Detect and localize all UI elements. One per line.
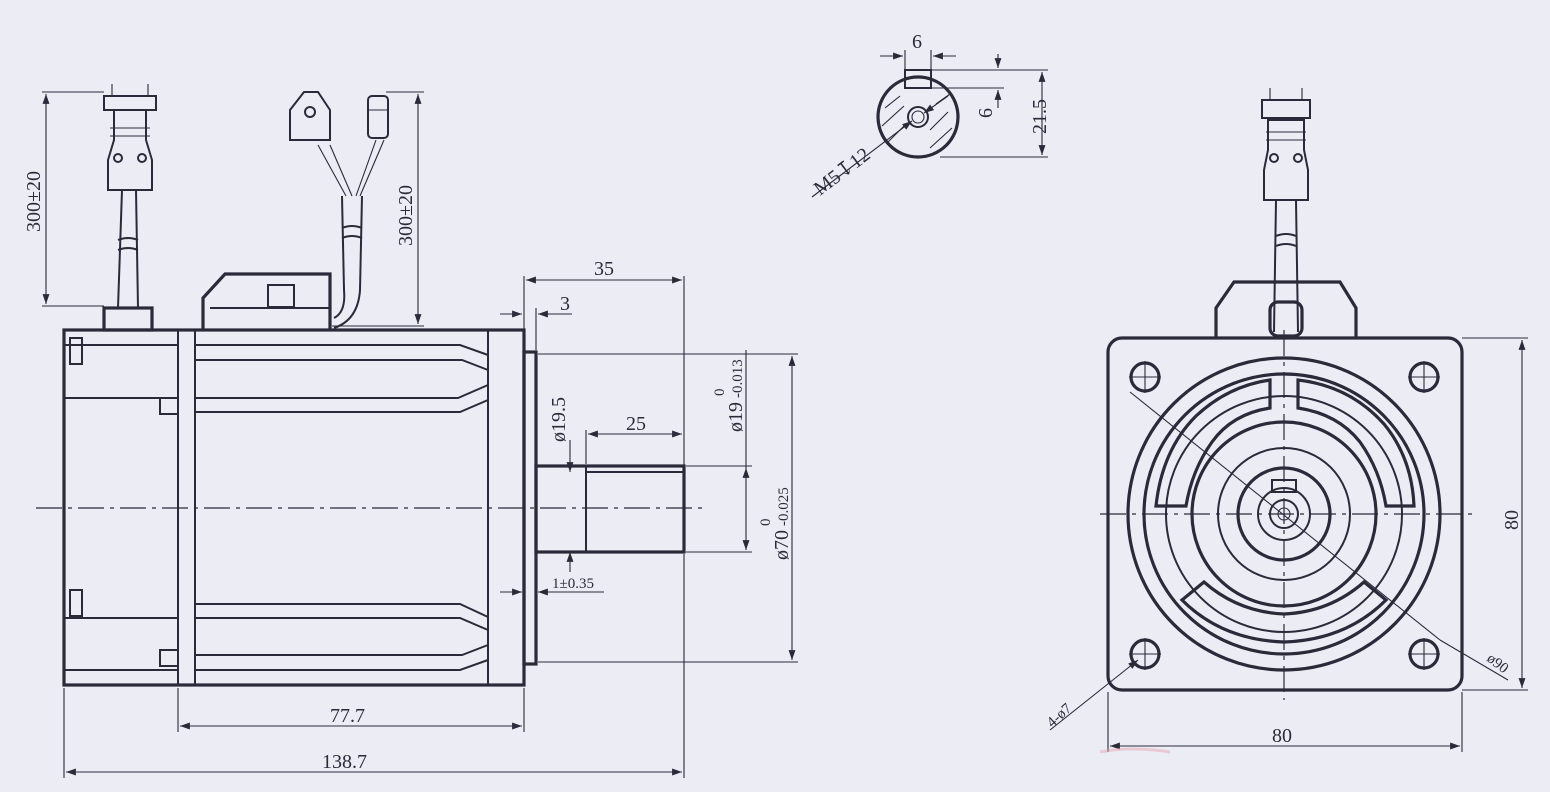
dim-pilot-dia: ø70 [771, 530, 793, 560]
dim-shaft-dia: ø19 [725, 402, 747, 432]
dim-bolt-circle: ø90 [1484, 651, 1512, 677]
dim-shaft-root-dia: ø19.5 [548, 397, 570, 442]
stamp-smudge [1099, 747, 1171, 754]
dim-flange-width: 80 [1272, 725, 1292, 747]
cooling-slot-right [1296, 378, 1416, 508]
dim-shaft-tol-upper: 0 [712, 389, 728, 397]
dim-key-depth: 6 [975, 108, 997, 118]
dim-flange-thickness: 1±0.35 [552, 576, 594, 592]
dim-body-length: 77.7 [330, 705, 365, 727]
encoder-cable-right [289, 91, 389, 329]
front-cable [1214, 88, 1358, 338]
dim-cable-length-right: 300±20 [395, 185, 417, 246]
output-shaft [534, 464, 686, 554]
dim-flange-step: 3 [560, 293, 570, 315]
dim-center-tap: M5↧12 [810, 144, 875, 200]
side-dimension-lines [42, 91, 798, 778]
dim-cable-length-left: 300±20 [23, 171, 45, 232]
dim-key-length: 25 [626, 413, 646, 435]
dim-shaft-tol-lower: -0.013 [730, 359, 746, 398]
shaft-section-view: 6 6 21.5 M5↧12 [810, 31, 1051, 200]
power-cable-left [103, 84, 157, 309]
dim-shaft-length: 35 [594, 258, 614, 280]
dim-pilot-tol-upper: 0 [758, 519, 774, 527]
dim-pilot-tol-lower: -0.025 [776, 487, 792, 526]
encoder-box [201, 272, 332, 330]
cooling-slot-bottom [1179, 579, 1389, 644]
dim-flange-height: 80 [1501, 510, 1523, 530]
dim-mount-holes: 4-ø7 [1044, 700, 1076, 731]
dim-total-length: 138.7 [322, 751, 367, 773]
dim-key-width: 6 [912, 31, 922, 53]
power-plug-base [102, 306, 154, 332]
front-view: 80 80 ø90 4-ø7 [1044, 88, 1528, 752]
side-view: 300±20 300±20 35 3 25 ø19.5 ø19 0 -0.013… [23, 84, 798, 778]
cooling-slot-left [1154, 378, 1272, 508]
mounting-holes [1129, 361, 1440, 670]
dim-shaft-key-height: 21.5 [1029, 99, 1051, 134]
